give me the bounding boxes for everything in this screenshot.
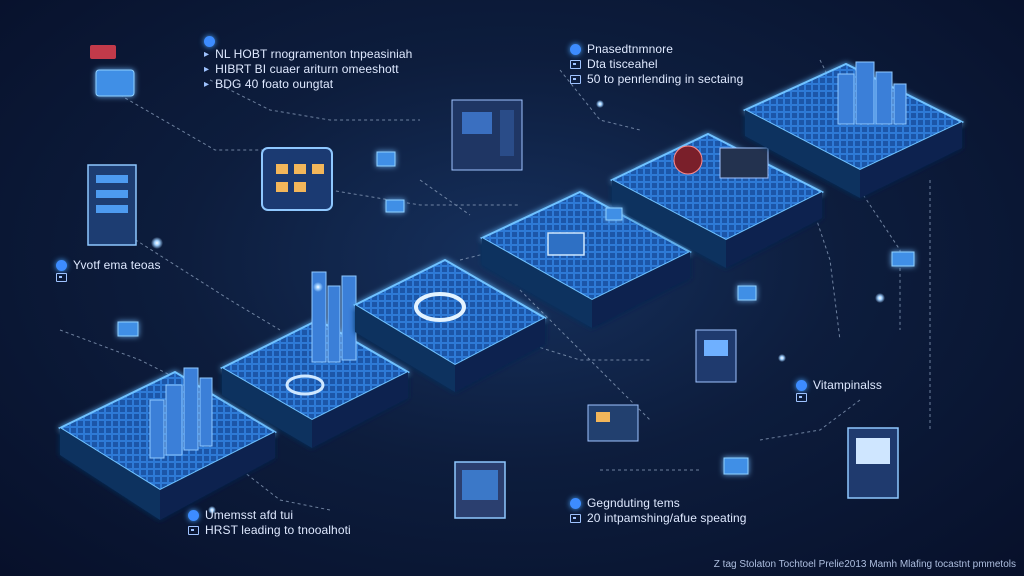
label-line: NL HOBT rnogramenton tnpeasiniah bbox=[215, 47, 413, 61]
label-line: Vitampinalss bbox=[813, 378, 883, 392]
kiosk-icon bbox=[695, 329, 737, 383]
terminal-icon bbox=[847, 427, 899, 499]
city-icon bbox=[149, 367, 213, 459]
building-icon bbox=[837, 61, 907, 125]
label-line: Umemsst afd tui bbox=[205, 508, 294, 522]
label-line: 50 to penrlending in sectaing bbox=[587, 72, 744, 86]
label-line: Dta tisceahel bbox=[587, 57, 658, 71]
label-top-left: ▸ NL HOBT rnogramenton tnpeasiniah ▸ HIBRT… bbox=[204, 36, 412, 92]
display-icon bbox=[261, 147, 333, 211]
caret-icon: ▸ bbox=[204, 79, 210, 90]
monitor-icon bbox=[570, 60, 581, 69]
folder-icon bbox=[90, 45, 116, 59]
label-line: HRST leading to tnooalhoti bbox=[205, 523, 351, 537]
robot-icon bbox=[451, 99, 523, 171]
label-line: HIBRT BI cuaer ariturn omeeshott bbox=[215, 62, 399, 76]
platform-5 bbox=[609, 132, 825, 268]
info-icon bbox=[188, 510, 199, 521]
label-top-right: Pnasedtnmnore Dta tisceahel 50 to penrle… bbox=[570, 42, 743, 87]
label-mid-right: Vitampinalss bbox=[796, 378, 882, 402]
info-icon bbox=[570, 498, 581, 509]
server-icon bbox=[87, 164, 137, 246]
label-mid-left: Yvotf ema teoas bbox=[56, 258, 161, 282]
platform-2 bbox=[219, 318, 411, 448]
poster-icon bbox=[454, 461, 506, 519]
label-bottom-right: Gegnduting tems 20 intpamshing/afue spea… bbox=[570, 496, 747, 526]
info-icon bbox=[204, 36, 215, 47]
platform-4 bbox=[479, 190, 693, 328]
label-bottom-center: Umemsst afd tui HRST leading to tnooalho… bbox=[188, 508, 351, 538]
label-line: Pnasedtnmnore bbox=[587, 42, 674, 56]
label-line: Gegnduting tems bbox=[587, 496, 680, 510]
label-line: Yvotf ema teoas bbox=[73, 258, 161, 272]
info-icon bbox=[56, 260, 67, 271]
caret-icon: ▸ bbox=[204, 49, 210, 60]
caret-icon: ▸ bbox=[204, 64, 210, 75]
monitor-icon bbox=[796, 393, 807, 402]
monitor-icon bbox=[56, 273, 67, 282]
cube-icon bbox=[95, 69, 915, 475]
info-icon bbox=[796, 380, 807, 391]
platform-3 bbox=[352, 258, 548, 392]
info-icon bbox=[570, 44, 581, 55]
monitor-icon bbox=[570, 75, 581, 84]
label-line: BDG 40 foato oungtat bbox=[215, 77, 334, 91]
monitor-icon bbox=[188, 526, 199, 535]
footer-caption: Z tag Stolaton Tochtoel Prelie2013 Mamh … bbox=[713, 559, 1016, 570]
machine-icon bbox=[673, 145, 769, 179]
label-line: 20 intpamshing/afue speating bbox=[587, 511, 747, 525]
console-icon bbox=[587, 404, 639, 442]
monitor-icon bbox=[570, 514, 581, 523]
sparkles bbox=[151, 100, 885, 514]
